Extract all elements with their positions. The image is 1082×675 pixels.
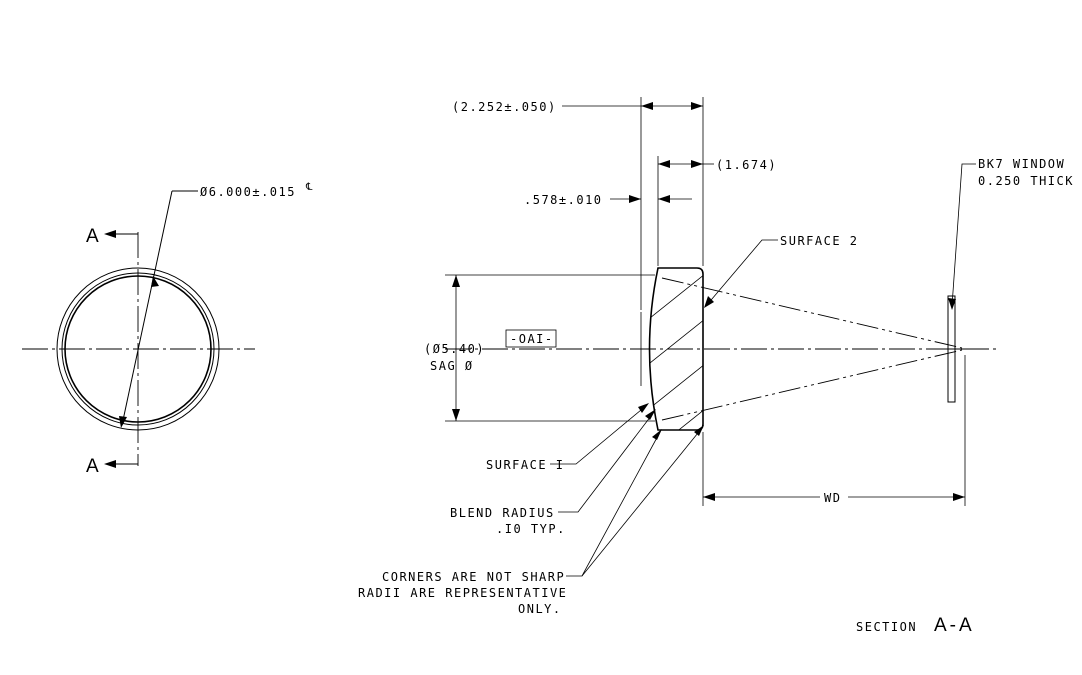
surface1-leader	[550, 404, 648, 465]
window-leader-arrow	[948, 298, 956, 310]
blend-label-line1: BLEND RADIUS	[450, 506, 555, 520]
diameter-label: Ø6.000±.015	[200, 185, 296, 199]
section-word: SECTION	[856, 620, 917, 634]
oai-label: -OAI-	[510, 332, 554, 346]
blend-arrow	[645, 409, 656, 420]
sag-label-line1: (Ø5.40)	[424, 342, 485, 356]
blend-leader	[558, 411, 655, 513]
section-marker-bottom: A	[86, 456, 99, 477]
window-label-line1: BK7 WINDOW	[978, 157, 1065, 171]
blend-label-line2: .I0 TYP.	[496, 522, 566, 536]
ray-top	[661, 277, 963, 349]
ray-bottom	[661, 349, 963, 421]
dim-sag-arrow-bottom	[452, 409, 460, 421]
diameter-arrow-top	[151, 276, 159, 287]
corners-label-line3: ONLY.	[518, 602, 562, 616]
overall-thickness-label: (2.252±.050)	[452, 100, 557, 114]
dim-wd-arrow-right	[953, 493, 965, 501]
wd-label: WD	[824, 491, 841, 505]
surface2-arrow	[704, 296, 714, 308]
edge-thickness-label: (1.674)	[716, 158, 777, 172]
window-leader	[951, 163, 976, 307]
dim-edge-arrow-right	[691, 160, 703, 168]
front-view: A A Ø6.000±.015 ℄	[22, 182, 313, 477]
corners-leader-1	[566, 431, 661, 577]
corners-arrow-2	[694, 425, 704, 436]
section-arrow-bottom-head	[104, 460, 116, 468]
dim-center-arrow-left	[629, 195, 641, 203]
oai-datum-box	[505, 329, 557, 348]
centerline-symbol: ℄	[305, 182, 313, 193]
corners-label-line2: RADII ARE REPRESENTATIVE	[358, 586, 567, 600]
lens-hatching	[649, 268, 703, 430]
corners-arrow-1	[652, 429, 662, 440]
diameter-arrow-bottom	[119, 416, 127, 428]
window-label-line2: 0.250 THICK	[978, 174, 1074, 188]
dim-wd-arrow-left	[703, 493, 715, 501]
dim-overall-arrow-left	[641, 102, 653, 110]
section-arrow-top-head	[104, 230, 116, 238]
surface1-arrow	[638, 403, 649, 413]
section-marker-top: A	[86, 226, 99, 247]
center-thickness-label: .578±.010	[524, 193, 603, 207]
corners-label-line1: CORNERS ARE NOT SHARP	[382, 570, 565, 584]
dim-sag-arrow-top	[452, 275, 460, 287]
surface1-label: SURFACE I	[486, 458, 565, 472]
section-view: (2.252±.050) (1.674) .578±.010 (Ø5.40) S…	[358, 97, 1074, 636]
surface2-leader	[705, 239, 778, 307]
section-id: A-A	[934, 615, 975, 636]
sag-label-line2: SAG Ø	[430, 359, 474, 373]
dim-overall-arrow-right	[691, 102, 703, 110]
dim-center-arrow-right	[658, 195, 670, 203]
diameter-leader	[121, 190, 173, 426]
dim-edge-arrow-left	[658, 160, 670, 168]
surface2-label: SURFACE 2	[780, 234, 859, 248]
corners-leader-2	[581, 427, 703, 577]
